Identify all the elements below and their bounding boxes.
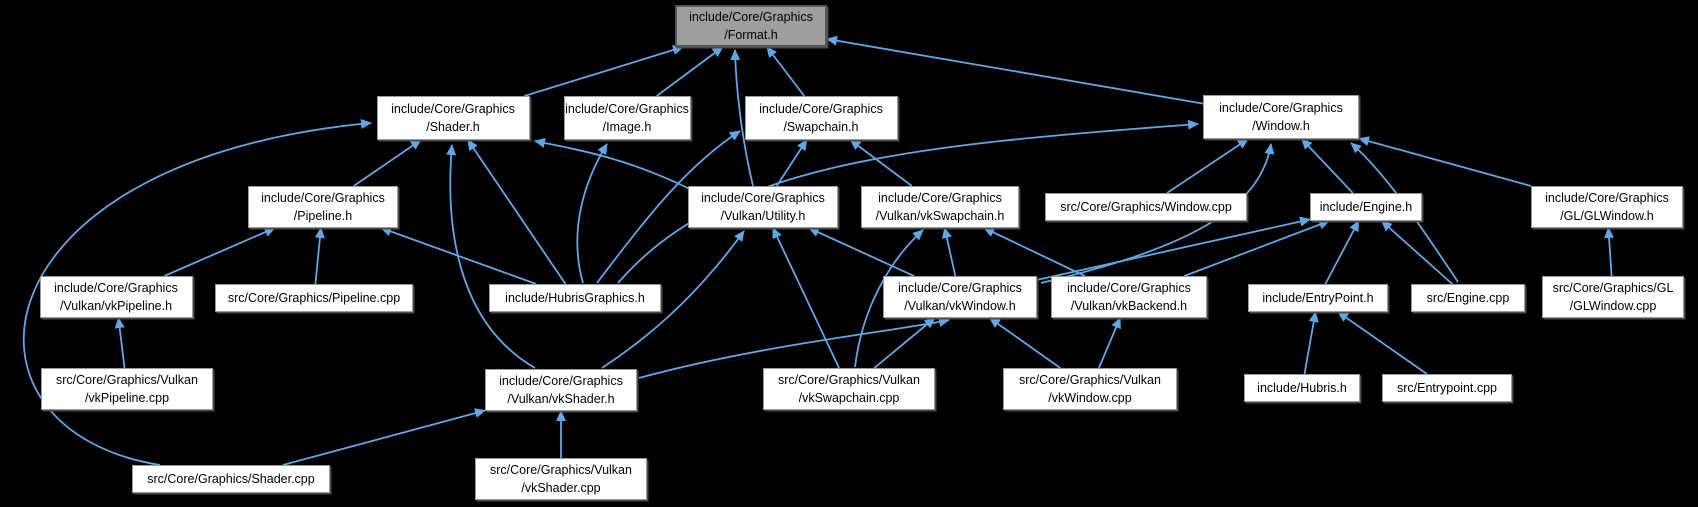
edge-shader_cpp-to-shader_h: [22, 118, 372, 466]
node-label: include/Core/Graphics /Shader.h: [391, 101, 515, 134]
edge-hubrisgraphics_h-to-pipeline_h: [380, 226, 537, 285]
edge-hubrisgraphics_h-to-swapchain_h: [596, 130, 741, 284]
node-pipeline-h[interactable]: include/Core/Graphics /Pipeline.h: [248, 186, 398, 228]
edge-vkswapchain_cpp-to-vkswapchain_h: [854, 229, 924, 368]
edge-vkswapchain_h-to-swapchain_h: [849, 139, 913, 187]
edge-hubrisgraphics_h-to-window_h: [617, 119, 1199, 284]
node-shader-h[interactable]: include/Core/Graphics /Shader.h: [376, 96, 530, 140]
node-vkswapchain-cpp[interactable]: src/Core/Graphics/Vulkan /vkSwapchain.cp…: [763, 368, 935, 410]
node-label: include/Core/Graphics /Swapchain.h: [759, 101, 883, 134]
node-label: src/Core/Graphics/Pipeline.cpp: [227, 290, 401, 305]
node-vkshader-cpp[interactable]: src/Core/Graphics/Vulkan /vkShader.cpp: [475, 458, 647, 500]
edge-utility_h-to-swapchain_h: [775, 139, 808, 187]
edge-entrypoint_h-to-engine_h: [1324, 220, 1360, 285]
node-pipeline-cpp[interactable]: src/Core/Graphics/Pipeline.cpp: [215, 284, 413, 312]
node-label: src/Core/Graphics/Vulkan /vkShader.cpp: [490, 462, 632, 495]
edge-vkwindow_cpp-to-vkwindow_h: [988, 317, 1061, 369]
edge-vkwindow_h-to-window_h: [1040, 143, 1275, 284]
node-vkswapchain-h[interactable]: include/Core/Graphics /Vulkan/vkSwapchai…: [861, 186, 1019, 228]
edge-shader_cpp-to-vkshader_h: [282, 408, 486, 466]
node-shader-cpp[interactable]: src/Core/Graphics/Shader.cpp: [132, 465, 330, 493]
node-label: src/Core/Graphics/GL /GLWindow.cpp: [1552, 280, 1674, 313]
node-label: src/Entrypoint.cpp: [1396, 380, 1498, 395]
node-label: include/Hubris.h: [1257, 380, 1347, 395]
node-glwindow-cpp[interactable]: src/Core/Graphics/GL /GLWindow.cpp: [1542, 276, 1684, 318]
edge-swapchain_h-to-format: [766, 46, 806, 97]
edge-vkwindow_h-to-vkswapchain_h: [941, 227, 957, 277]
node-utility-h[interactable]: include/Core/Graphics /Vulkan/Utility.h: [688, 186, 838, 228]
node-label: include/Core/Graphics /Vulkan/vkShader.h: [499, 373, 623, 406]
edge-vkwindow_h-to-engine_h: [1036, 216, 1311, 281]
node-vkwindow-h[interactable]: include/Core/Graphics /Vulkan/vkWindow.h: [883, 276, 1037, 318]
node-hubris-h[interactable]: include/Hubris.h: [1244, 374, 1360, 402]
edge-hubrisgraphics_h-to-image_h: [576, 143, 608, 284]
node-label: include/Core/Graphics /Format.h: [689, 9, 813, 42]
node-window-h[interactable]: include/Core/Graphics /Window.h: [1203, 95, 1359, 139]
node-engine-cpp[interactable]: src/Engine.cpp: [1411, 284, 1525, 312]
node-label: include/Core/Graphics /Image.h: [565, 101, 689, 134]
node-label: src/Core/Graphics/Vulkan /vkSwapchain.cp…: [778, 372, 920, 405]
node-swapchain-h[interactable]: include/Core/Graphics /Swapchain.h: [744, 96, 898, 140]
edge-window_h-to-format: [826, 35, 1204, 105]
edge-vkshader_h-to-utility_h: [601, 230, 745, 369]
node-label: src/Core/Graphics/Window.cpp: [1060, 199, 1232, 214]
edge-vkbackend_h-to-engine_h: [1183, 219, 1331, 277]
node-format[interactable]: include/Core/Graphics /Format.h: [675, 5, 827, 47]
edge-vkswapchain_cpp-to-utility_h: [772, 227, 840, 369]
edge-glwindow_cpp-to-glwindow_h: [1604, 227, 1615, 277]
edge-hubrisgraphics_h-to-shader_h: [467, 139, 567, 285]
node-label: include/Core/Graphics /Vulkan/Utility.h: [701, 190, 825, 223]
node-label: src/Core/Graphics/Shader.cpp: [147, 471, 315, 486]
edge-glwindow_h-to-window_h: [1358, 136, 1532, 187]
edge-vkpipeline_cpp-to-vkpipeline_h: [114, 317, 126, 369]
edge-utility_h-to-shader_h: [534, 138, 691, 190]
node-label: src/Engine.cpp: [1426, 290, 1510, 305]
edge-hubris_h-to-entrypoint_h: [1303, 311, 1319, 375]
node-label: include/Core/Graphics /Vulkan/vkBackend.…: [1067, 280, 1191, 313]
node-label: src/Core/Graphics/Vulkan /vkWindow.cpp: [1019, 372, 1161, 405]
node-label: include/Core/Graphics /Vulkan/vkWindow.h: [898, 280, 1022, 313]
edge-engine_cpp-to-engine_h: [1380, 220, 1453, 285]
node-label: src/Core/Graphics/Vulkan /vkPipeline.cpp: [56, 372, 198, 405]
node-vkpipeline-h[interactable]: include/Core/Graphics /Vulkan/vkPipeline…: [39, 276, 193, 318]
edge-pipeline_h-to-shader_h: [353, 139, 422, 187]
edge-vkwindow_cpp-to-vkbackend_h: [1098, 317, 1121, 369]
edge-vkbackend_h-to-vkswapchain_h: [983, 227, 1086, 277]
edge-image_h-to-format: [656, 46, 724, 97]
node-engine-h[interactable]: include/Engine.h: [1310, 193, 1422, 221]
node-entrypoint-h[interactable]: include/EntryPoint.h: [1248, 284, 1388, 312]
node-image-h[interactable]: include/Core/Graphics /Image.h: [563, 96, 691, 140]
edge-utility_h-to-format: [730, 49, 754, 187]
node-label: include/EntryPoint.h: [1262, 290, 1374, 305]
edge-shader_h-to-format: [524, 45, 684, 97]
edge-window_cpp-to-window_h: [1166, 138, 1249, 194]
node-label: include/Core/Graphics /Vulkan/vkSwapchai…: [875, 190, 1005, 223]
edge-vkswapchain_cpp-to-vkwindow_h: [873, 317, 936, 369]
node-label: include/Core/Graphics /Pipeline.h: [261, 190, 385, 223]
node-label: include/Core/Graphics /GL/GLWindow.h: [1545, 190, 1669, 223]
node-window-cpp[interactable]: src/Core/Graphics/Window.cpp: [1045, 193, 1247, 221]
node-label: include/Core/Graphics /Window.h: [1219, 100, 1343, 133]
edge-vkshader_h-to-shader_h: [446, 144, 536, 369]
node-hubrisgraphics-h[interactable]: include/HubrisGraphics.h: [489, 284, 661, 312]
edge-pipeline_cpp-to-pipeline_h: [314, 227, 325, 285]
edge-vkpipeline_h-to-pipeline_h: [163, 227, 276, 277]
node-label: include/Core/Graphics /Vulkan/vkPipeline…: [54, 280, 178, 313]
node-vkwindow-cpp[interactable]: src/Core/Graphics/Vulkan /vkWindow.cpp: [1003, 368, 1177, 410]
edge-entrypoint_cpp-to-entrypoint_h: [1337, 311, 1428, 375]
node-glwindow-h[interactable]: include/Core/Graphics /GL/GLWindow.h: [1531, 186, 1683, 228]
node-vkshader-h[interactable]: include/Core/Graphics /Vulkan/vkShader.h: [485, 369, 637, 411]
node-label: include/Engine.h: [1319, 199, 1413, 214]
node-label: include/HubrisGraphics.h: [505, 290, 645, 305]
node-entrypoint-cpp[interactable]: src/Entrypoint.cpp: [1382, 374, 1512, 402]
node-vkpipeline-cpp[interactable]: src/Core/Graphics/Vulkan /vkPipeline.cpp: [41, 368, 213, 410]
node-vkbackend-h[interactable]: include/Core/Graphics /Vulkan/vkBackend.…: [1051, 276, 1207, 318]
edge-vkwindow_h-to-utility_h: [808, 227, 915, 277]
edge-engine_h-to-window_h: [1301, 138, 1354, 194]
edge-vkshader_h-to-vkwindow_h: [638, 317, 950, 379]
